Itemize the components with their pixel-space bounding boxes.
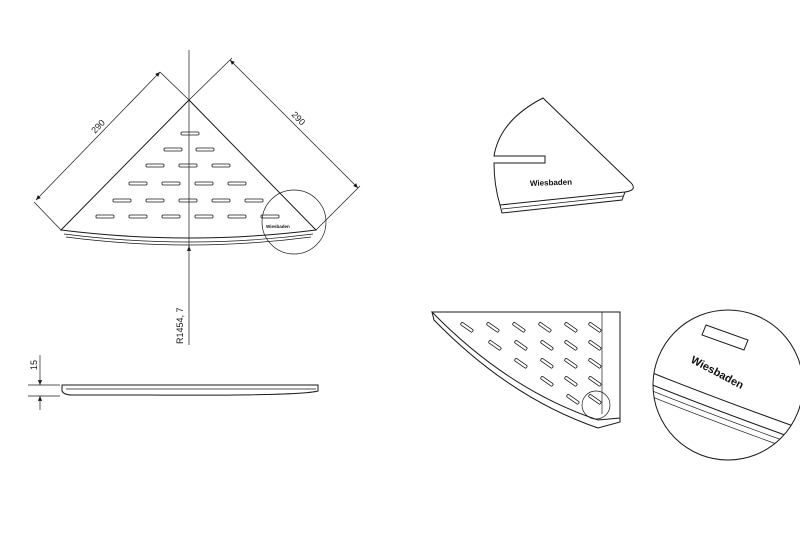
thickness-label: 15 [29, 360, 39, 370]
dimension-right-label: 290 [290, 109, 308, 127]
radius-label: R1454, 7 [175, 307, 185, 344]
brand-label-zoom: Wiesbaden [689, 354, 746, 392]
sector-top-surface [493, 97, 634, 206]
dimension-line-right [229, 59, 359, 189]
dimension-line-left [35, 71, 161, 201]
perspective-slots [460, 321, 602, 405]
shelf-perspective-outline [430, 311, 621, 421]
drain-slots [95, 131, 280, 219]
side-view: 15 [28, 355, 319, 410]
side-profile [61, 384, 319, 396]
brand-label-perspective: Wiesbaden [530, 178, 573, 188]
sector-perspective-view: Wiesbaden [493, 97, 634, 214]
brand-label-small: Wiesbaden [266, 224, 290, 229]
corner-shelf-perspective-view [430, 311, 621, 429]
detail-zoom-view: Wiesbaden [652, 309, 800, 461]
top-view: Wiesbaden 290 290 R1454, 7 [33, 50, 361, 345]
perspective-detail-circle [581, 390, 611, 420]
dimension-left-label: 290 [89, 118, 107, 136]
detail-circle [261, 189, 327, 255]
